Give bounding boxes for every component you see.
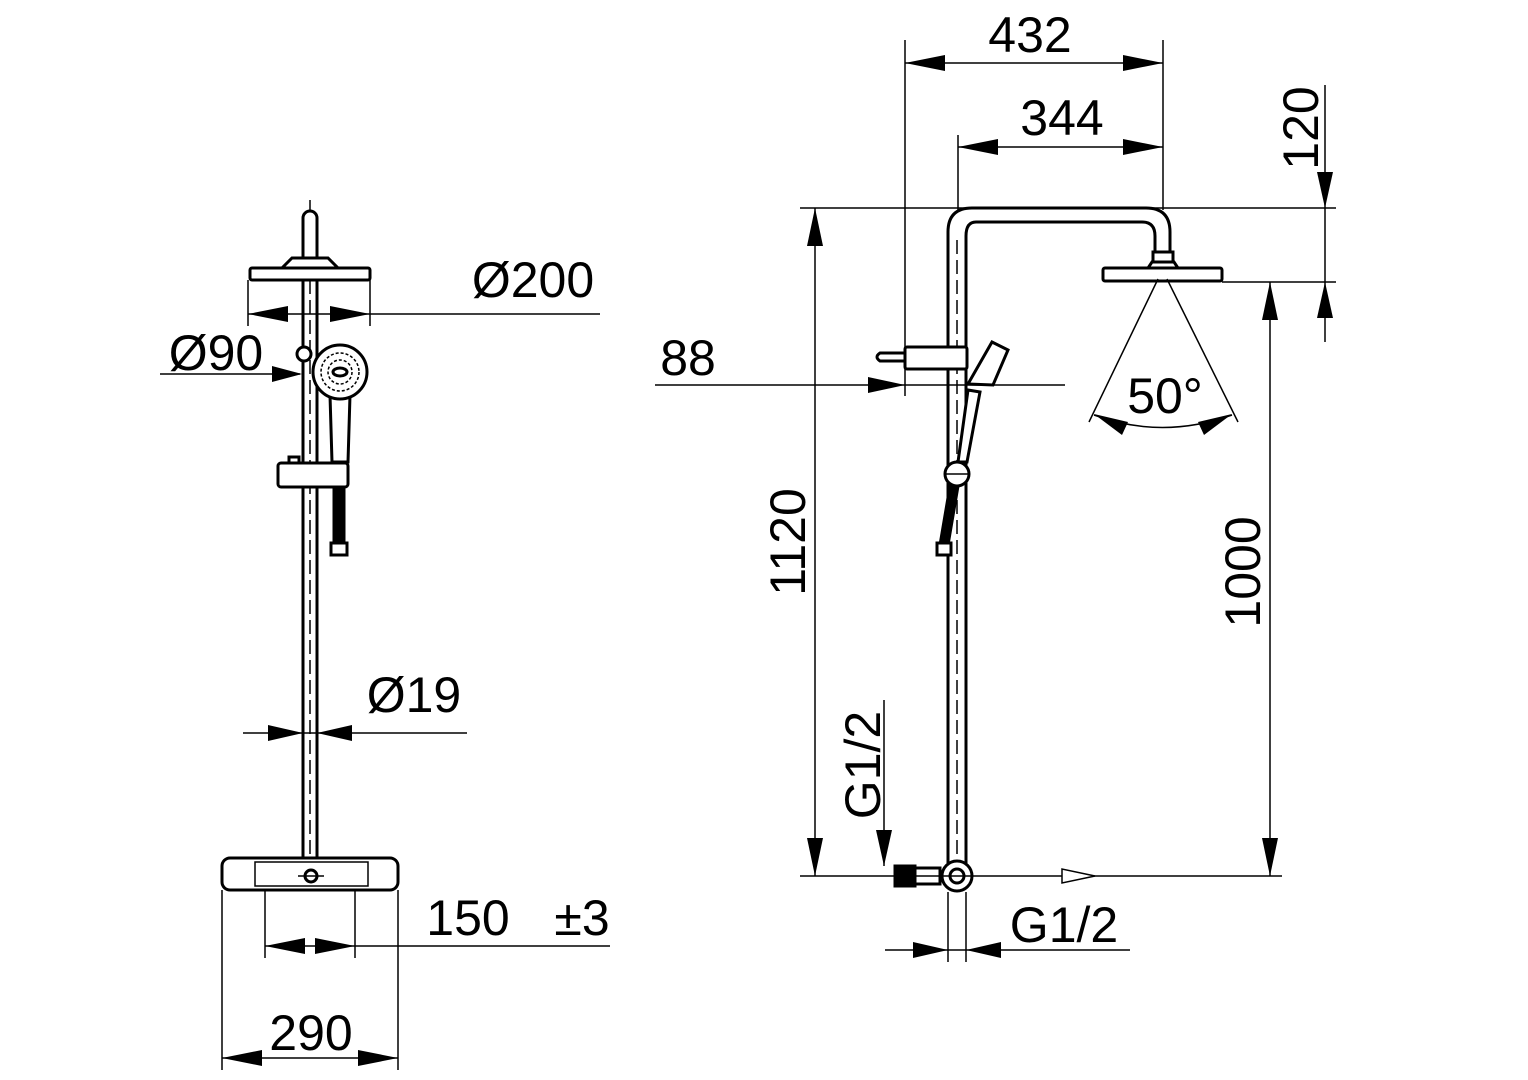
wall-bracket xyxy=(903,345,969,371)
thermostat-width-label: 290 xyxy=(269,1005,352,1061)
overhead-arm-rail xyxy=(946,206,1172,882)
slider-bracket xyxy=(276,461,350,489)
spray-angle-label: 50° xyxy=(1127,368,1203,424)
head-shower-plate xyxy=(248,266,372,282)
head-offset-label: 120 xyxy=(1273,86,1329,169)
hand-shower-holder xyxy=(295,345,313,363)
side-view: 432 344 120 1120 1000 88 xyxy=(655,7,1336,962)
inlet-thread-label: G1/2 xyxy=(835,711,891,819)
hand-shower-diameter-label: Ø90 xyxy=(169,325,264,381)
total-height-label: 1120 xyxy=(760,488,816,596)
head-height-label: 1000 xyxy=(1215,516,1271,627)
connection-spacing-label: 150 xyxy=(426,890,509,946)
side-hand-shower-handle xyxy=(956,388,982,464)
connection-tolerance-label: ±3 xyxy=(554,890,609,946)
side-hand-shower-head xyxy=(965,340,1010,387)
rail-top-cap xyxy=(301,209,319,260)
front-view: Ø200 Ø90 Ø19 150 ±3 290 xyxy=(160,200,610,1070)
hose xyxy=(332,485,346,547)
wall-distance-label: 88 xyxy=(660,330,716,386)
hand-shower-handle xyxy=(328,393,352,464)
rail-diameter-label: Ø19 xyxy=(367,667,462,723)
arm-projection-label: 344 xyxy=(1020,90,1103,146)
head-diameter-label: Ø200 xyxy=(472,252,594,308)
overhead-arm-length-label: 432 xyxy=(988,7,1071,63)
side-head-shower-plate xyxy=(1101,266,1224,283)
outlet-thread-label: G1/2 xyxy=(1010,897,1118,953)
